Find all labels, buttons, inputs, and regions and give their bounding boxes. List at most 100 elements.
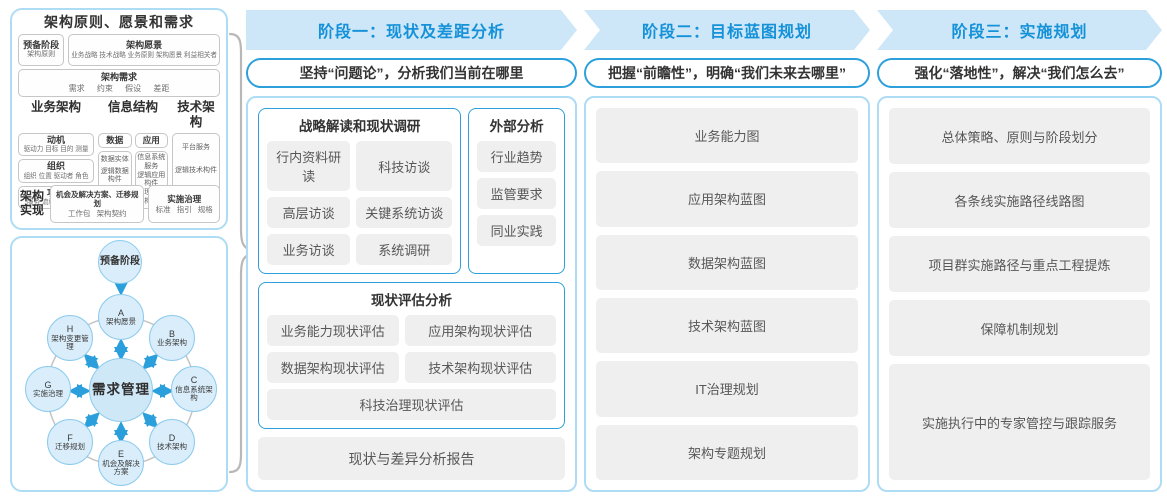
adm-node-letter: H <box>66 324 74 335</box>
adm-node-letter: E <box>117 449 124 460</box>
adm-node-c: C 信息系统架构 <box>171 366 217 412</box>
phase2-content-panel: 业务能力图 应用架构蓝图 数据架构蓝图 技术架构蓝图 IT治理规划 架构专题规划 <box>584 96 870 492</box>
adm-node-label: 架构变更管理 <box>51 333 89 352</box>
architecture-columns: 动机 驱动力 目标 目的 测量 组织 组织 位置 驱动者 角色 功能 服务 流程… <box>18 133 220 210</box>
external-item: 监管要求 <box>477 178 556 209</box>
research-item: 业务访谈 <box>267 234 351 265</box>
adm-node-letter: B <box>168 328 175 339</box>
app-header: 应用 <box>142 135 160 146</box>
adm-node-label: 信息系统架构 <box>175 384 213 403</box>
business-arch-header: 业务架构 <box>30 100 81 114</box>
research-item: 系统调研 <box>356 234 453 265</box>
adm-node-g: G 实施治理 <box>25 366 71 412</box>
implementation-governance-box: 实施治理 标准 指引 规格 <box>148 185 220 223</box>
adm-node-label: 实施治理 <box>33 388 63 398</box>
phases-section: 阶段一：现状及差距分析 阶段二：目标蓝图规划 阶段三：实施规划 坚持“问题论”，… <box>246 10 1162 492</box>
research-item: 行内资料研读 <box>267 141 351 191</box>
external-analysis-group: 外部分析 行业趋势 监管要求 同业实践 <box>468 108 565 274</box>
phase2-item: 数据架构蓝图 <box>596 234 858 290</box>
opportunity-migration-box: 机会及解决方案、迁移规划 工作包 架构契约 <box>50 185 145 223</box>
phase3-subtitle: 强化“落地性”，解决“我们怎么去” <box>877 58 1162 88</box>
adm-node-f: F 迁移规划 <box>47 419 93 465</box>
arrow-f <box>83 412 100 429</box>
architecture-content-panel: 架构原则、愿景和需求 预备阶段 架构原则 架构愿景 业务战略 技术战略 业务原则… <box>10 8 228 230</box>
strategy-research-group: 战略解读和现状调研 行内资料研读 科技访谈 高层访谈 关键系统访谈 业务访谈 系… <box>258 108 462 274</box>
adm-node-b: B 业务架构 <box>149 315 195 361</box>
phase2-subtitle: 把握“前瞻性”，明确“我们未来去哪里” <box>584 58 870 88</box>
adm-cycle-panel: 预备阶段 需求管理 A 架构愿景 B 业务架构 C 信息系统架构 D 技术架构 … <box>10 236 228 492</box>
strategy-research-items: 行内资料研读 科技访谈 高层访谈 关键系统访谈 业务访谈 系统调研 <box>267 141 453 265</box>
adm-node-center: 需求管理 <box>89 358 153 422</box>
arrow-d <box>142 412 159 429</box>
adm-center-label: 需求管理 <box>92 382 150 398</box>
external-analysis-items: 行业趋势 监管要求 同业实践 <box>477 141 556 246</box>
realization-label: 架构实现 <box>19 189 44 217</box>
organization-title: 组织 <box>46 161 65 172</box>
prep-vision-row: 预备阶段 架构原则 架构愿景 业务战略 技术战略 业务原则 架构愿景 利益相关者 <box>18 34 220 66</box>
phase2-item: IT治理规划 <box>596 361 858 417</box>
phase3-item: 实施执行中的专家管控与跟踪服务 <box>889 364 1150 480</box>
prep-phase-title: 预备阶段 <box>23 40 60 50</box>
phase2-item: 应用架构蓝图 <box>596 171 858 227</box>
assessment-items: 业务能力现状评估 应用架构现状评估 数据架构现状评估 技术架构现状评估 科技治理… <box>267 315 556 420</box>
motivation-title: 动机 <box>46 135 65 145</box>
external-analysis-title: 外部分析 <box>489 119 544 134</box>
organization-box: 组织 组织 位置 驱动者 角色 <box>18 159 94 183</box>
app-item: 信息系统服务 <box>137 154 166 170</box>
adm-node-h: H 架构变更管理 <box>47 315 93 361</box>
arrow-b <box>142 353 159 370</box>
phase2-item: 技术架构蓝图 <box>596 297 858 354</box>
assessment-item: 业务能力现状评估 <box>267 315 399 346</box>
motivation-box: 动机 驱动力 目标 目的 测量 <box>18 133 94 157</box>
tech-item: 逻辑技术构件 <box>175 167 217 175</box>
assessment-group: 现状评估分析 业务能力现状评估 应用架构现状评估 数据架构现状评估 技术架构现状… <box>258 282 565 429</box>
panel-title: 架构原则、愿景和需求 <box>44 14 194 30</box>
research-item: 科技访谈 <box>356 141 453 191</box>
data-header: 数据 <box>106 135 124 146</box>
tech-arch-header: 技术架构 <box>177 100 215 129</box>
research-item: 高层访谈 <box>267 197 351 228</box>
arrow-h <box>83 353 100 370</box>
organization-body: 组织 位置 驱动者 角色 <box>23 172 89 180</box>
app-item: 逻辑应用构件 <box>137 171 166 188</box>
app-header-box: 应用 <box>134 133 168 148</box>
research-item: 关键系统访谈 <box>356 197 453 228</box>
governance-title: 实施治理 <box>167 194 202 204</box>
assessment-title: 现状评估分析 <box>371 293 452 308</box>
phase3-content-panel: 总体策略、原则与阶段划分 各条线实施路径线路图 项目群实施路径与重点工程提炼 保… <box>877 96 1162 492</box>
assessment-item: 应用架构现状评估 <box>404 315 556 346</box>
phase3-banner: 阶段三：实施规划 <box>877 10 1162 50</box>
adm-node-letter: F <box>67 432 73 443</box>
adm-node-letter: A <box>117 307 124 318</box>
phase1-research-row: 战略解读和现状调研 行内资料研读 科技访谈 高层访谈 关键系统访谈 业务访谈 系… <box>258 108 565 274</box>
adm-node-letter: C <box>190 375 198 386</box>
adm-node-letter: D <box>168 432 176 443</box>
prep-phase-box: 预备阶段 架构原则 <box>18 34 65 66</box>
adm-node-label: 技术架构 <box>157 441 187 451</box>
adm-node-a: A 架构愿景 <box>98 294 144 340</box>
phase3-item: 各条线实施路径线路图 <box>889 172 1150 228</box>
assessment-item: 技术架构现状评估 <box>404 352 556 383</box>
phase3-item: 项目群实施路径与重点工程提炼 <box>889 236 1150 292</box>
adm-node-e: E 机会及解决方案 <box>98 440 144 486</box>
data-header-box: 数据 <box>98 133 132 148</box>
tech-item: 平台服务 <box>182 143 210 151</box>
adm-node-d: D 技术架构 <box>149 419 195 465</box>
vision-title: 架构愿景 <box>126 40 163 51</box>
phase2-banner: 阶段二：目标蓝图规划 <box>584 10 870 50</box>
adm-node-prep-label: 预备阶段 <box>100 256 140 267</box>
adm-node-label: 业务架构 <box>157 337 187 347</box>
external-item: 行业趋势 <box>477 141 556 172</box>
phase1-content-panel: 战略解读和现状调研 行内资料研读 科技访谈 高层访谈 关键系统访谈 业务访谈 系… <box>246 96 577 492</box>
opportunity-body: 工作包 架构契约 <box>67 208 127 218</box>
information-structure-header: 信息结构 <box>107 100 158 114</box>
phase2-banner-label: 阶段二：目标蓝图规划 <box>641 24 812 41</box>
adm-node-label: 迁移规划 <box>55 441 85 451</box>
gap-analysis-report-box: 现状与差异分析报告 <box>258 437 565 480</box>
phase1-subtitle: 坚持“问题论”，分析我们当前在哪里 <box>246 58 577 88</box>
adm-node-label: 架构愿景 <box>106 316 136 326</box>
assessment-item: 数据架构现状评估 <box>267 352 399 383</box>
phase3-item: 总体策略、原则与阶段划分 <box>889 108 1150 164</box>
strategy-research-title: 战略解读和现状调研 <box>298 119 421 134</box>
